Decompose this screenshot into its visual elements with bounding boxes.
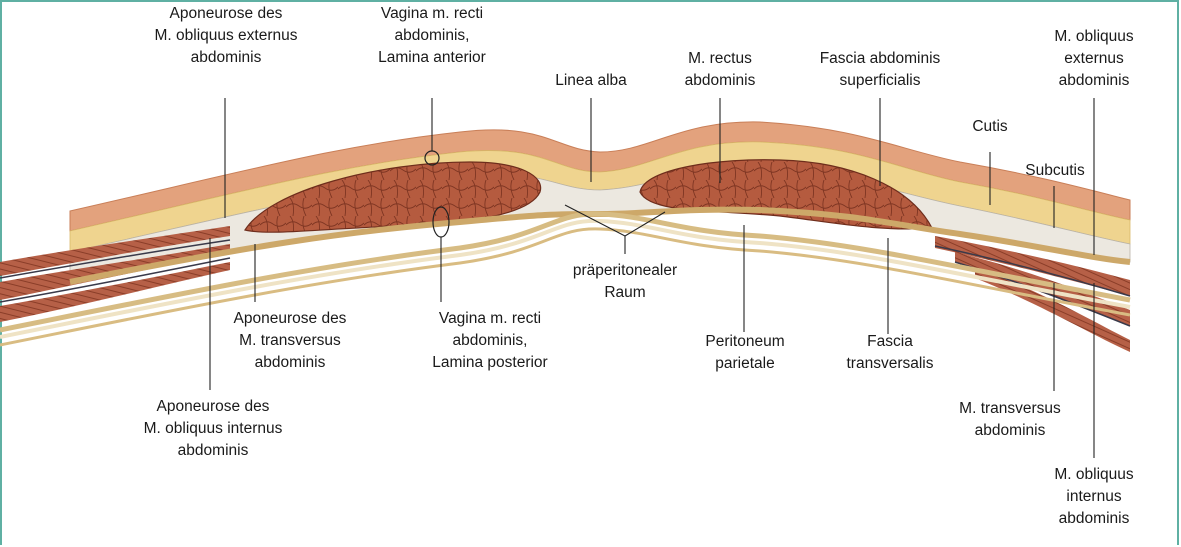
label-linea-alba: Linea alba xyxy=(531,70,651,92)
label-cutis: Cutis xyxy=(955,116,1025,138)
label-subcutis: Subcutis xyxy=(1010,160,1100,182)
